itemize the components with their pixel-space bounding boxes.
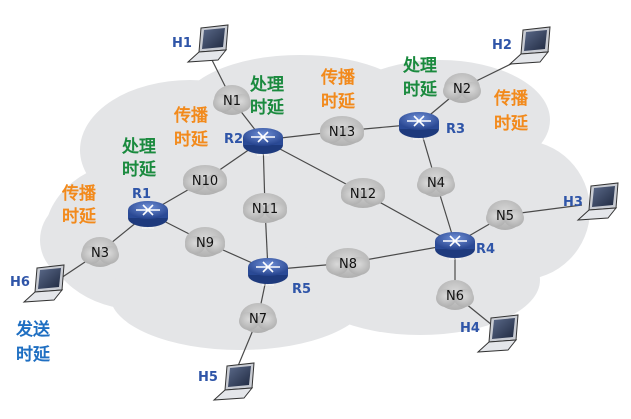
propagation-delay-line1: 传播 [493, 88, 529, 109]
host-h1 [186, 24, 229, 63]
router-r3: ROUTER [399, 112, 439, 141]
processing-delay-line1: 处理 [121, 136, 156, 157]
host-h6 [22, 264, 65, 303]
propagation-delay-line1: 传播 [320, 67, 356, 88]
processing-delay-line1: 处理 [402, 55, 437, 76]
processing-delay-r2: 处理 时延 [249, 74, 285, 118]
label-n13: N13 [329, 125, 355, 140]
router-arrows-icon [443, 235, 467, 247]
label-n8: N8 [339, 257, 357, 272]
router-r1: ROUTER [128, 201, 168, 230]
router-r2: ROUTER [243, 128, 283, 157]
router-r4: ROUTER [435, 232, 475, 261]
network-n13: N13 [320, 116, 364, 146]
propagation-delay-n1: 传播 时延 [173, 105, 209, 150]
router-r5: ROUTER [248, 258, 288, 287]
laptop-icon [508, 26, 551, 65]
network-clouds: N1 N2 N3 N4 N5 [81, 73, 524, 333]
host-h2 [508, 26, 551, 65]
routers: ROUTER ROUTER ROUTER [128, 112, 475, 287]
label-n2: N2 [453, 82, 471, 97]
label-n4: N4 [427, 176, 445, 191]
transmission-delay-h6: 发送 时延 [15, 319, 51, 365]
label-h2: H2 [492, 38, 512, 53]
propagation-delay-line2: 时延 [321, 91, 356, 112]
laptop-icon [476, 314, 519, 353]
network-n3: N3 [81, 237, 119, 267]
router-badge: ROUTER [142, 226, 154, 230]
network-n9: N9 [185, 227, 225, 257]
label-r3: R3 [446, 122, 465, 137]
label-h6: H6 [10, 275, 30, 290]
processing-delay-r3: 处理 时延 [402, 55, 438, 100]
propagation-delay-n2: 传播 时延 [493, 88, 529, 134]
transmission-delay-line1: 发送 [15, 319, 51, 340]
propagation-delay-n13: 传播 时延 [320, 67, 356, 112]
label-n3: N3 [91, 246, 109, 261]
propagation-delay-n3: 传播 时延 [61, 183, 97, 227]
propagation-delay-line1: 传播 [173, 105, 209, 126]
label-h1: H1 [172, 36, 192, 51]
label-r2: R2 [224, 132, 243, 147]
network-n10: N10 [183, 165, 227, 195]
processing-delay-line2: 时延 [122, 159, 157, 180]
processing-delay-line2: 时延 [403, 79, 438, 100]
propagation-delay-line2: 时延 [174, 129, 209, 150]
label-n10: N10 [192, 174, 218, 189]
host-h5 [212, 362, 255, 401]
host-h3 [576, 182, 619, 221]
propagation-delay-line2: 时延 [494, 113, 529, 134]
network-n2: N2 [443, 73, 481, 103]
label-n7: N7 [249, 312, 267, 327]
label-n11: N11 [252, 202, 278, 217]
router-badge: ROUTER [257, 153, 269, 157]
laptop-icon [212, 362, 255, 401]
laptop-icon [22, 264, 65, 303]
network-n12: N12 [341, 178, 385, 208]
processing-delay-r1: 处理 时延 [121, 136, 157, 180]
label-n6: N6 [446, 289, 464, 304]
router-badge: ROUTER [413, 137, 425, 141]
laptop-icon [576, 182, 619, 221]
label-h5: H5 [198, 370, 218, 385]
label-r5: R5 [292, 282, 311, 297]
network-n1: N1 [213, 85, 251, 115]
host-labels: H1 H2 H3 H4 H5 H6 [10, 36, 583, 385]
router-arrows-icon [407, 115, 431, 127]
processing-delay-line1: 处理 [249, 74, 284, 95]
transmission-delay-line2: 时延 [16, 344, 51, 365]
label-r1: R1 [132, 187, 151, 202]
label-n5: N5 [496, 209, 514, 224]
propagation-delay-line1: 传播 [61, 183, 97, 204]
router-badge: ROUTER [449, 257, 461, 261]
label-h3: H3 [563, 195, 583, 210]
label-h4: H4 [460, 321, 480, 336]
network-n5: N5 [486, 200, 524, 230]
network-n6: N6 [436, 280, 474, 310]
network-n4: N4 [417, 167, 455, 197]
router-arrows-icon [256, 261, 280, 273]
laptop-icon [186, 24, 229, 63]
network-n7: N7 [239, 303, 277, 333]
router-arrows-icon [251, 131, 275, 143]
router-arrows-icon [136, 204, 160, 216]
propagation-delay-line2: 时延 [62, 206, 97, 227]
network-n11: N11 [243, 193, 287, 223]
network-n8: N8 [326, 248, 370, 278]
router-badge: ROUTER [262, 283, 274, 287]
label-n9: N9 [196, 236, 214, 251]
router-labels: R1 R2 R3 R4 R5 [132, 122, 495, 297]
delay-annotations: 处理 时延 处理 时延 处理 时延 传播 时延 传播 时延 传播 时延 传播 时… [15, 55, 529, 365]
processing-delay-line2: 时延 [250, 97, 285, 118]
hosts [22, 24, 619, 401]
label-n12: N12 [350, 187, 376, 202]
label-r4: R4 [476, 242, 495, 257]
label-n1: N1 [223, 94, 241, 109]
host-h4 [476, 314, 519, 353]
